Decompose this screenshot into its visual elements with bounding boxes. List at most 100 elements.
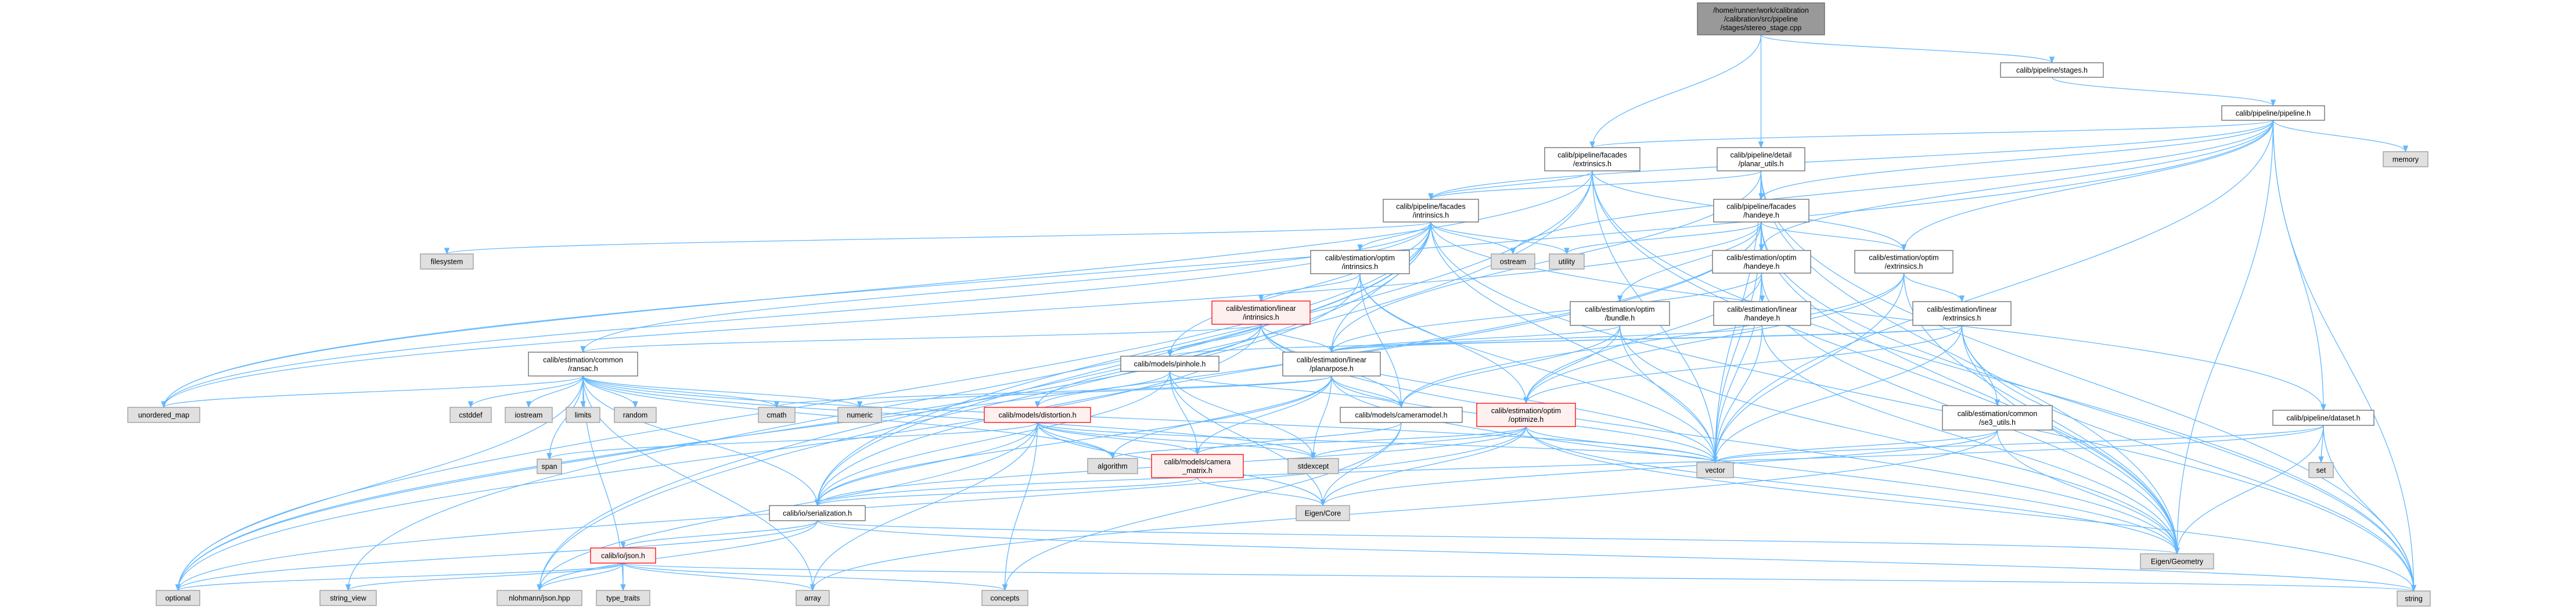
node-vector: vector <box>1696 462 1734 478</box>
edge-pipeline-to-fac_int <box>1428 120 2274 200</box>
edge-fac_hand-to-optim_ext <box>1761 221 1907 252</box>
edge-lin_int-to-optional <box>175 324 1262 592</box>
edge-lin_ext-to-vector <box>1712 325 1963 464</box>
edge-optimize-to-string <box>1526 426 2417 592</box>
node-label: /planarpose.h <box>1309 365 1354 373</box>
edge-stages-to-pipeline <box>2051 77 2276 107</box>
node-serialization[interactable]: calib/io/serialization.h <box>769 505 866 521</box>
node-optimize[interactable]: calib/estimation/optim/optimize.h <box>1476 403 1576 427</box>
edge-fac_int-to-ransac <box>580 221 1431 353</box>
edge-planarpose-to-cam_matrix <box>1195 375 1332 456</box>
node-array: array <box>796 590 830 606</box>
edge-fac_int-to-ostream <box>1430 221 1516 255</box>
node-label: nlohmann/json.hpp <box>509 594 570 603</box>
edge-optimize-to-vector <box>1526 426 1718 464</box>
edge-planar_utils-to-fac_int <box>1428 170 1762 200</box>
node-se3[interactable]: calib/estimation/common/se3_utils.h <box>1942 405 2053 431</box>
node-pipeline[interactable]: calib/pipeline/pipeline.h <box>2221 105 2325 121</box>
edge-json-to-concepts <box>623 563 1008 592</box>
node-box <box>2221 105 2325 121</box>
node-label: ostream <box>1500 258 1526 266</box>
edge-dataset-to-vector <box>1712 425 2324 464</box>
node-optim-ext[interactable]: calib/estimation/optim/extrinsics.h <box>1854 250 1953 274</box>
node-iostream: iostream <box>505 407 553 423</box>
nodes-layer: /home/runner/work/calibration/calibratio… <box>127 2 2431 607</box>
node-label: unordered_map <box>138 411 189 420</box>
node-planar-utils[interactable]: calib/pipeline/detail/planar_utils.h <box>1717 147 1805 171</box>
edge-fac_ext-to-unordered_map <box>161 170 1593 409</box>
edge-planarpose-to-cmath <box>774 375 1332 409</box>
node-label: Eigen/Core <box>1305 510 1341 518</box>
node-box <box>1717 147 1805 171</box>
node-label: cstddef <box>459 411 483 420</box>
edge-optim_hand-to-planarpose <box>1329 273 1762 353</box>
edge-distortion-to-span <box>546 422 1038 460</box>
edge-optim_ext-to-lin_ext <box>1903 273 1965 303</box>
node-json[interactable]: calib/io/json.h <box>590 547 656 564</box>
edge-optim_int-to-vector <box>1359 273 1718 464</box>
node-concepts: concepts <box>981 590 1028 606</box>
node-box <box>1912 301 2012 326</box>
edge-lin_int-to-vector <box>1260 324 1718 464</box>
node-label: _matrix.h <box>1182 467 1212 475</box>
edge-lin_ext-to-eigen_geom <box>1961 325 2180 555</box>
node-label: calib/pipeline/facades <box>1396 203 1466 211</box>
node-label: string_view <box>330 594 366 603</box>
edge-lin_int-to-planarpose <box>1260 324 1334 353</box>
node-ransac[interactable]: calib/estimation/common/ransac.h <box>528 352 638 377</box>
node-dataset[interactable]: calib/pipeline/dataset.h <box>2272 410 2374 426</box>
edge-planar_utils-to-string <box>1760 170 2417 592</box>
node-box <box>1570 301 1670 326</box>
edge-fac_hand-to-unordered_map <box>161 221 1762 409</box>
node-label: /intrinsics.h <box>1243 313 1279 321</box>
node-label: /handeye.h <box>1744 263 1780 271</box>
node-lin-hand[interactable]: calib/estimation/linear/handeye.h <box>1713 301 1811 326</box>
node-fac-int[interactable]: calib/pipeline/facades/intrinsics.h <box>1383 199 1479 223</box>
node-label: string <box>2405 595 2423 603</box>
node-label: calib/estimation/optim <box>1325 254 1395 262</box>
node-label: calib/models/distortion.h <box>998 411 1076 420</box>
node-fac-ext[interactable]: calib/pipeline/facades/extrinsics.h <box>1544 147 1640 171</box>
node-bundle[interactable]: calib/estimation/optim/bundle.h <box>1570 301 1670 326</box>
edge-ransac-to-numeric <box>582 375 862 409</box>
node-label: numeric <box>847 411 872 420</box>
node-label: calib/estimation/common <box>543 356 623 364</box>
node-root[interactable]: /home/runner/work/calibration/calibratio… <box>1697 2 1825 35</box>
node-lin-int[interactable]: calib/estimation/linear/intrinsics.h <box>1211 300 1311 325</box>
edge-serialization-to-nlohmann <box>537 520 818 592</box>
node-planarpose[interactable]: calib/estimation/linear/planarpose.h <box>1282 352 1381 377</box>
edge-optimize-to-algorithm <box>1110 426 1527 460</box>
node-fac-hand[interactable]: calib/pipeline/facades/handeye.h <box>1713 199 1809 223</box>
edge-fac_int-to-filesystem <box>444 221 1431 255</box>
node-label: calib/io/serialization.h <box>783 510 852 518</box>
node-pinhole[interactable]: calib/models/pinhole.h <box>1120 356 1219 372</box>
edge-fac_ext-to-fac_int <box>1428 170 1593 200</box>
node-eigen-core: Eigen/Core <box>1296 505 1350 521</box>
edge-fac_int-to-optional <box>175 221 1431 592</box>
node-lin-ext[interactable]: calib/estimation/linear/extrinsics.h <box>1912 301 2012 326</box>
node-cameramodel[interactable]: calib/models/cameramodel.h <box>1340 407 1463 423</box>
node-cam-matrix[interactable]: calib/models/camera_matrix.h <box>1151 454 1244 478</box>
node-label: /extrinsics.h <box>1885 263 1923 271</box>
node-box <box>1340 407 1463 423</box>
node-box <box>1549 253 1585 270</box>
node-utility: utility <box>1549 253 1585 270</box>
node-optim-hand[interactable]: calib/estimation/optim/handeye.h <box>1712 250 1811 274</box>
node-label: calib/pipeline/detail <box>1730 151 1792 159</box>
node-box <box>505 407 553 423</box>
node-box <box>2272 410 2374 426</box>
edge-fac_hand-to-bundle <box>1617 221 1762 303</box>
node-box <box>1282 352 1381 377</box>
edge-pinhole-to-serialization <box>814 371 1171 507</box>
node-span: span <box>537 458 562 474</box>
node-optim-int[interactable]: calib/estimation/optim/intrinsics.h <box>1310 250 1410 274</box>
node-set: set <box>2308 462 2334 478</box>
edge-json-to-string_view <box>346 563 624 592</box>
node-label: Eigen/Geometry <box>2151 558 2204 566</box>
node-cstddef: cstddef <box>449 407 492 423</box>
node-stages[interactable]: calib/pipeline/stages.h <box>2000 62 2104 78</box>
node-distortion[interactable]: calib/models/distortion.h <box>984 407 1091 423</box>
node-algorithm: algorithm <box>1087 458 1138 474</box>
node-box <box>590 547 656 564</box>
edge-distortion-to-cam_matrix <box>1037 422 1200 456</box>
